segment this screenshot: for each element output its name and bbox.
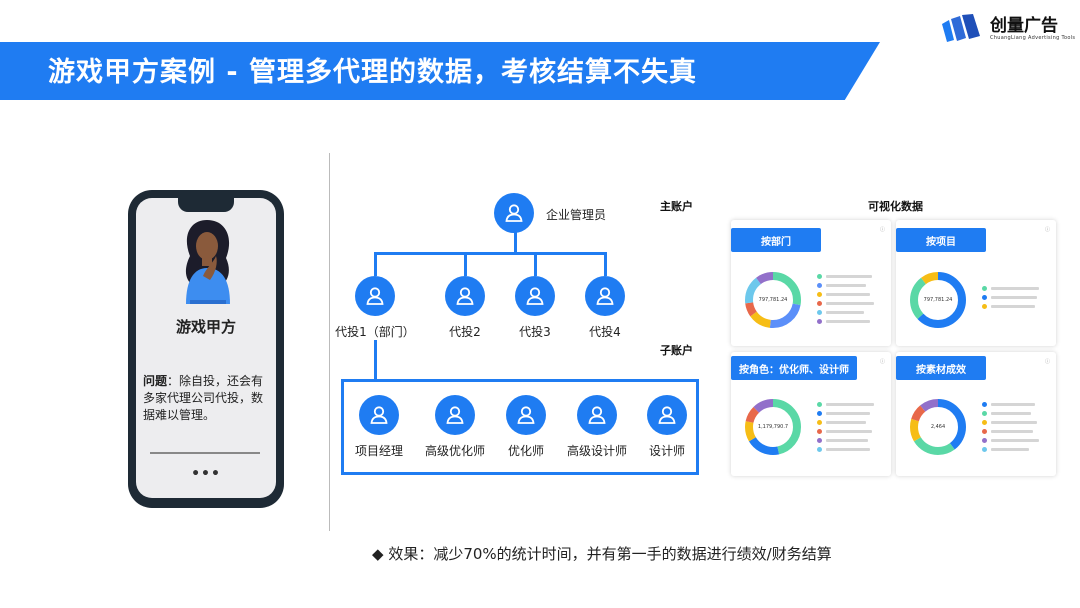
main-account-label: 主账户 (660, 200, 693, 213)
donut-center-value: 1,179,790.7 (757, 424, 789, 430)
user-icon (505, 204, 523, 222)
chart-card-department[interactable]: 按部门 ⓘ 797,781.24 (731, 220, 891, 346)
chart-legend (817, 272, 874, 326)
donut-chart (745, 272, 801, 328)
chart-card-project[interactable]: 按项目 ⓘ 797,781.24 (896, 220, 1056, 346)
bottom-note: ◆ 效果：减少70%的统计时间，并有第一手的数据进行绩效/财务结算 (372, 543, 832, 564)
role-label-2: 高级优化师 (424, 444, 485, 458)
user-icon (370, 406, 388, 424)
connector-agent-4 (604, 252, 607, 276)
chart-legend (817, 400, 874, 454)
sub-account-label: 子账户 (660, 344, 693, 357)
role-label-5: 设计师 (648, 444, 685, 458)
card-menu-icon[interactable]: ⓘ (1044, 227, 1050, 233)
agent-node-2[interactable] (445, 276, 485, 316)
role-label-4: 高级设计师 (566, 444, 627, 458)
admin-label: 企业管理员 (546, 208, 607, 222)
user-icon (446, 406, 464, 424)
donut-chart (910, 272, 966, 328)
donut-chart (745, 399, 801, 455)
user-icon (588, 406, 606, 424)
more-dots[interactable]: ••• (191, 466, 221, 482)
role-node-3[interactable] (506, 395, 546, 435)
donut-center-value: 797,781.24 (923, 297, 953, 303)
page-title: 游戏甲方案例 - 管理多代理的数据，考核结算不失真 (48, 57, 698, 88)
connector-agent-2 (464, 252, 467, 276)
sub-account-box (341, 379, 699, 475)
logo: 创量广告 ChuangLiang Advertising Tools (940, 14, 1075, 44)
user-icon (456, 287, 474, 305)
title-banner (0, 42, 880, 100)
chart-card-role[interactable]: 按角色：优化师、设计师 ⓘ 1,179,790.7 (731, 352, 891, 476)
user-icon (658, 406, 676, 424)
card-menu-icon[interactable]: ⓘ (879, 359, 885, 365)
agent-label-3: 代投3 (519, 325, 551, 339)
connector-agents (374, 252, 607, 255)
agent-node-1[interactable] (355, 276, 395, 316)
logo-subtitle: ChuangLiang Advertising Tools (990, 35, 1076, 41)
card-tag[interactable]: 按素材成效 (896, 356, 986, 380)
connector-agent-1 (374, 252, 377, 276)
card-tag[interactable]: 按项目 (896, 228, 986, 252)
admin-node[interactable] (494, 193, 534, 233)
problem-text: 问题：除自投，还会有多家代理公司代投，数据难以管理。 (143, 373, 271, 424)
role-node-2[interactable] (435, 395, 475, 435)
role-label-1: 项目经理 (354, 444, 403, 458)
donut-chart (910, 399, 966, 455)
card-tag[interactable]: 按角色：优化师、设计师 (731, 356, 857, 380)
phone-notch (178, 196, 234, 212)
role-label-3: 优化师 (507, 444, 544, 458)
connector-agent-3 (534, 252, 537, 276)
chart-legend (982, 284, 1039, 311)
agent-node-3[interactable] (515, 276, 555, 316)
user-icon (366, 287, 384, 305)
logo-icon (942, 14, 980, 42)
person-name: 游戏甲方 (175, 318, 236, 336)
phone-divider (150, 452, 260, 454)
person-illustration (185, 220, 230, 304)
problem-description: ：除自投，还会有多家代理公司代投，数据难以管理。 (143, 374, 264, 422)
agent-label-2: 代投2 (449, 325, 481, 339)
agent-label-4: 代投4 (589, 325, 621, 339)
chart-legend (982, 400, 1039, 454)
chart-card-material[interactable]: 按素材成效 ⓘ 2,464 (896, 352, 1056, 476)
effect-text: 效果：减少70%的统计时间，并有第一手的数据进行绩效/财务结算 (388, 545, 832, 563)
card-menu-icon[interactable]: ⓘ (1044, 359, 1050, 365)
bullet-icon: ◆ (372, 545, 384, 563)
card-tag[interactable]: 按部门 (731, 228, 821, 252)
connector-admin (514, 232, 517, 254)
problem-label: 问题 (143, 374, 168, 388)
connector-roles (374, 340, 377, 380)
agent-label-1: 代投1（部门） (335, 325, 415, 339)
user-icon (526, 287, 544, 305)
phone-screen (136, 198, 276, 498)
role-node-4[interactable] (577, 395, 617, 435)
logo-name: 创量广告 (990, 16, 1058, 36)
donut-center-value: 797,781.24 (758, 297, 788, 303)
user-icon (596, 287, 614, 305)
role-node-1[interactable] (359, 395, 399, 435)
dashboard-title: 可视化数据 (868, 200, 923, 213)
agent-node-4[interactable] (585, 276, 625, 316)
card-menu-icon[interactable]: ⓘ (879, 227, 885, 233)
section-divider (329, 153, 330, 531)
donut-center-value: 2,464 (930, 424, 946, 430)
role-node-5[interactable] (647, 395, 687, 435)
user-icon (517, 406, 535, 424)
